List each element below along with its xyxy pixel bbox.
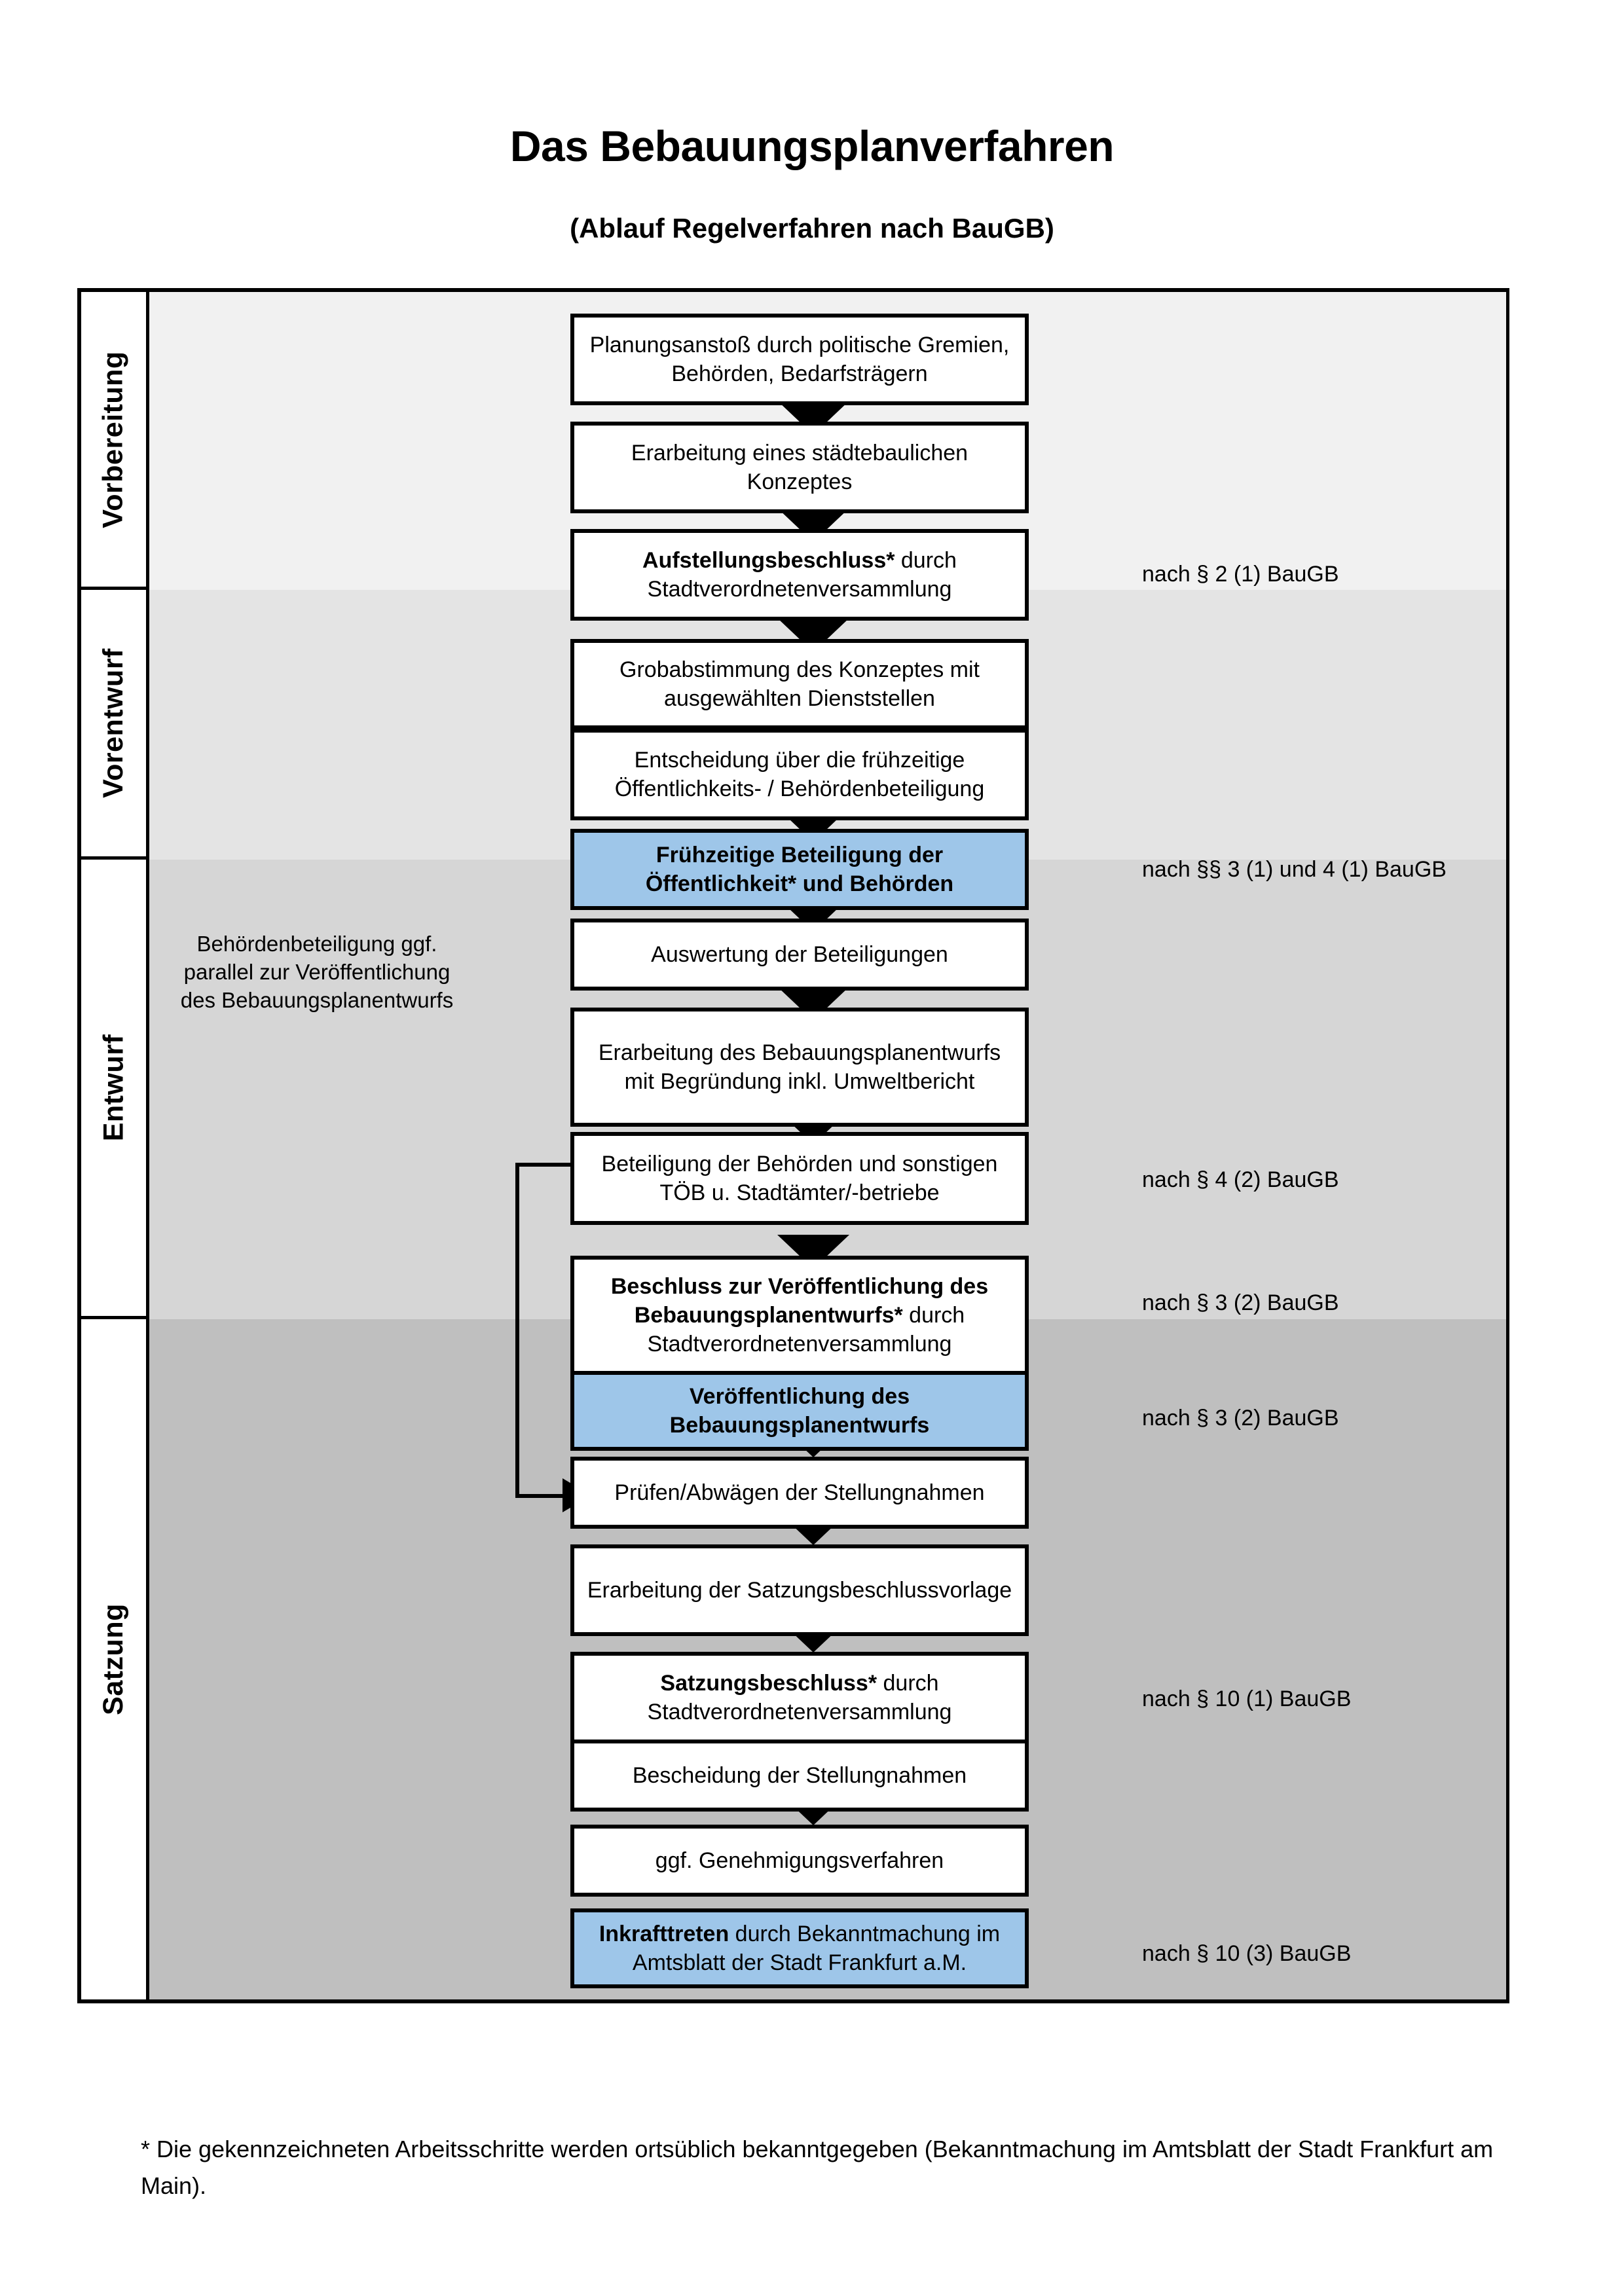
legal-ref-par3-2b: nach § 3 (2) BauGB: [1142, 1406, 1339, 1430]
step-box-entscheidung-fruehzeitige[interactable]: Entscheidung über die frühzeitige Öffent…: [570, 729, 1029, 820]
step-text: Inkrafttreten durch Bekanntmachung im Am…: [599, 1921, 1001, 1975]
phase-label-text: Satzung: [98, 1603, 129, 1715]
step-text: Beteiligung der Behörden und sonstigen T…: [601, 1151, 998, 1205]
step-box-inkrafttreten[interactable]: Inkrafttreten durch Bekanntmachung im Am…: [570, 1908, 1029, 1988]
footnote-text: * Die gekennzeichneten Arbeitsschritte w…: [141, 2136, 1494, 2199]
legal-ref-par3-2a: nach § 3 (2) BauGB: [1142, 1290, 1339, 1315]
step-text: ggf. Genehmigungsverfahren: [655, 1848, 944, 1873]
step-text: Bescheidung der Stellungnahmen: [632, 1762, 967, 1788]
step-text: Satzungsbeschluss* durch Stadtverordnete…: [647, 1670, 952, 1724]
legal-ref-par10-1: nach § 10 (1) BauGB: [1142, 1686, 1352, 1711]
step-text: Aufstellungsbeschluss* durch Stadtverord…: [642, 547, 957, 602]
step-text: Planungsanstoß durch politische Gremien,…: [589, 332, 1010, 386]
page-subtitle: (Ablauf Regelverfahren nach BauGB): [570, 213, 1054, 244]
page-title: Das Bebauungsplanverfahren: [509, 122, 1115, 170]
flowchart-frame: Vorbereitung Vorentwurf Entwurf Satzung …: [77, 288, 1509, 2003]
step-text: Veröffentlichung des Bebauungsplanentwur…: [669, 1383, 930, 1438]
step-text: Frühzeitige Beteiligung der Öffentlichke…: [645, 842, 954, 896]
phase-label-text: Vorentwurf: [98, 648, 130, 798]
step-box-bescheidung-stellungnahmen[interactable]: Bescheidung der Stellungnahmen: [570, 1740, 1029, 1812]
step-box-genehmigungsverfahren[interactable]: ggf. Genehmigungsverfahren: [570, 1825, 1029, 1897]
step-box-staedtebauliches-konzept[interactable]: Erarbeitung eines städtebaulichen Konzep…: [570, 422, 1029, 513]
legal-ref-par10-3: nach § 10 (3) BauGB: [1142, 1941, 1352, 1966]
phase-label-vorbereitung: Vorbereitung: [81, 292, 149, 590]
step-box-pruefen-abwaegen[interactable]: Prüfen/Abwägen der Stellungnahmen: [570, 1457, 1029, 1529]
step-box-grobabstimmung[interactable]: Grobabstimmung des Konzeptes mit ausgewä…: [570, 639, 1029, 729]
step-box-satzungsbeschluss[interactable]: Satzungsbeschluss* durch Stadtverordnete…: [570, 1652, 1029, 1743]
step-box-veroeffentlichung-entwurf[interactable]: Veröffentlichung des Bebauungsplanentwur…: [570, 1371, 1029, 1451]
phase-label-text: Vorbereitung: [98, 350, 130, 528]
step-box-beschluss-veroeffentlichung[interactable]: Beschluss zur Veröffentlichung des Bebau…: [570, 1256, 1029, 1375]
sidenote-behoerdenbeteiligung: Behördenbeteiligung ggf. parallel zur Ve…: [180, 932, 454, 1012]
step-box-fruehzeitige-beteiligung[interactable]: Frühzeitige Beteiligung der Öffentlichke…: [570, 829, 1029, 910]
phase-label-entwurf: Entwurf: [81, 860, 149, 1319]
step-text: Prüfen/Abwägen der Stellungnahmen: [614, 1480, 985, 1505]
step-box-erarbeitung-entwurf[interactable]: Erarbeitung des Bebauungsplanentwurfs mi…: [570, 1008, 1029, 1127]
phase-label-text: Entwurf: [98, 1034, 130, 1142]
step-text: Entscheidung über die frühzeitige Öffent…: [614, 747, 985, 801]
step-text: Grobabstimmung des Konzeptes mit ausgewä…: [619, 657, 980, 711]
phase-label-satzung: Satzung: [81, 1319, 149, 1999]
step-box-auswertung-beteiligungen[interactable]: Auswertung der Beteiligungen: [570, 919, 1029, 991]
step-text: Erarbeitung eines städtebaulichen Konzep…: [631, 440, 969, 494]
parallel-branch-connector: [515, 1163, 574, 1498]
legal-ref-par3-1: nach §§ 3 (1) und 4 (1) BauGB: [1142, 857, 1447, 882]
legal-ref-par2-1: nach § 2 (1) BauGB: [1142, 562, 1339, 587]
step-box-planungsanstoss[interactable]: Planungsanstoß durch politische Gremien,…: [570, 314, 1029, 405]
step-box-aufstellungsbeschluss[interactable]: Aufstellungsbeschluss* durch Stadtverord…: [570, 529, 1029, 621]
step-box-erarbeitung-satzungsvorlage[interactable]: Erarbeitung der Satzungsbeschlussvorlage: [570, 1544, 1029, 1636]
phase-label-vorentwurf: Vorentwurf: [81, 590, 149, 860]
step-text: Auswertung der Beteiligungen: [651, 941, 948, 967]
step-text: Beschluss zur Veröffentlichung des Bebau…: [610, 1273, 989, 1357]
step-text: Erarbeitung des Bebauungsplanentwurfs mi…: [598, 1040, 1001, 1094]
legal-ref-par4-2: nach § 4 (2) BauGB: [1142, 1167, 1339, 1192]
step-box-beteiligung-behoerden[interactable]: Beteiligung der Behörden und sonstigen T…: [570, 1132, 1029, 1225]
step-text: Erarbeitung der Satzungsbeschlussvorlage: [587, 1577, 1012, 1603]
